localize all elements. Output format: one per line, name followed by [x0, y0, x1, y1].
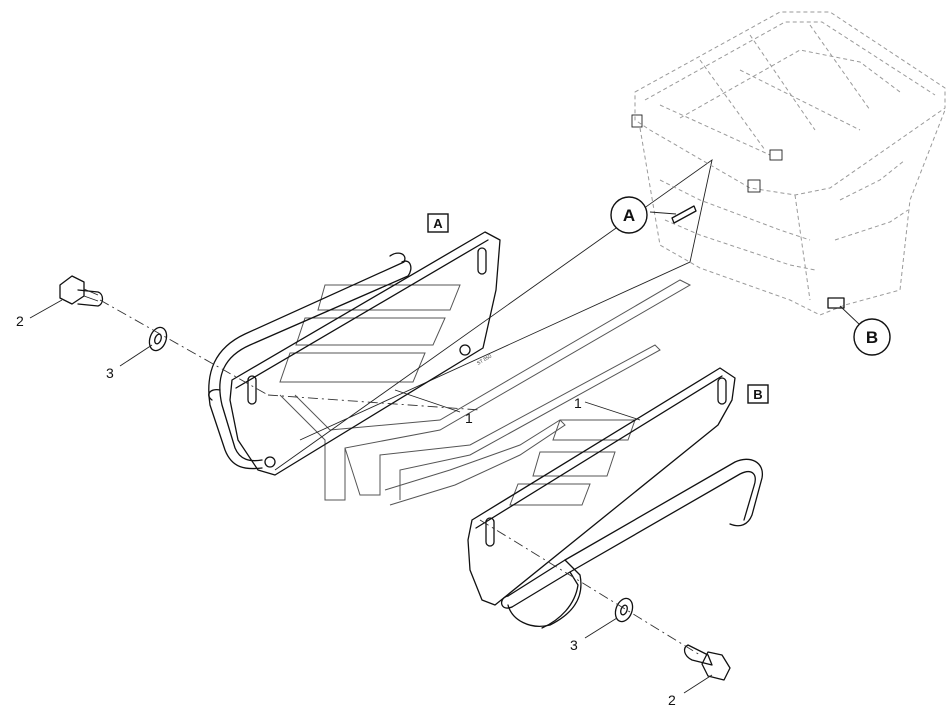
item-label-washer-bottom: 3	[570, 617, 618, 653]
view-box-b-label: B	[753, 387, 762, 402]
washer-bottom	[614, 597, 634, 623]
item-label-plate-a: 1	[394, 389, 473, 426]
svg-text:1: 1	[574, 395, 582, 411]
bolt-bottom	[683, 644, 731, 681]
item-label-plate-b: 1	[574, 395, 641, 421]
view-box-a: A	[427, 213, 449, 233]
svg-text:3: 3	[570, 637, 578, 653]
callout-a: A	[610, 196, 677, 234]
svg-text:2: 2	[668, 692, 676, 708]
bracket-b	[467, 367, 763, 629]
item-label-bolt-bottom: 2	[668, 674, 713, 708]
view-box-b: B	[747, 384, 769, 404]
watermark-logo	[279, 279, 692, 506]
washer-top	[148, 326, 168, 352]
view-a-projection-lines	[274, 158, 713, 471]
bolt-top	[59, 275, 104, 307]
toolbox-assembly	[631, 11, 946, 316]
svg-text:3: 3	[106, 365, 114, 381]
view-box-a-label: A	[433, 216, 443, 231]
svg-text:2: 2	[16, 313, 24, 329]
callout-a-label: A	[623, 206, 635, 225]
svg-text:1: 1	[465, 410, 473, 426]
item-label-washer-top: 3	[106, 344, 153, 381]
item-label-bolt-top: 2	[16, 299, 63, 329]
callout-b: B	[839, 305, 891, 356]
callout-b-label: B	[866, 328, 878, 347]
centerlines	[99, 299, 701, 656]
